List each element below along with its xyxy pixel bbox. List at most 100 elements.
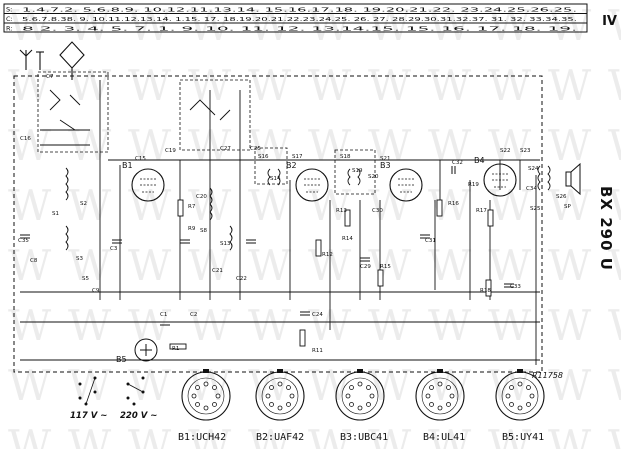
socket-pin (366, 402, 371, 407)
socket-pin (526, 402, 531, 407)
tube-label: B3 (380, 161, 391, 170)
tube-grids (398, 178, 414, 193)
component-label-s2: S2 (80, 201, 87, 207)
component-label-c3: C3 (110, 246, 118, 252)
component-label-r17: R17 (476, 208, 487, 214)
tube-grids (304, 178, 320, 193)
tube-envelope (483, 163, 517, 197)
socket-pin (203, 405, 209, 411)
component-label-c25: C25 (250, 146, 261, 152)
component-label-s5: S5 (82, 276, 89, 282)
socket-pin (505, 393, 511, 399)
tube-b4: B4 (474, 156, 517, 197)
socket-pin (366, 385, 371, 390)
socket-diagrams (181, 369, 545, 421)
socket-pin (212, 385, 217, 390)
component-label-r1: R1 (172, 346, 179, 352)
socket-pin (517, 381, 523, 387)
socket-pin (429, 402, 434, 407)
component-label-s8: S8 (200, 228, 207, 234)
component-label-s16: S16 (258, 154, 269, 160)
component-label-c35: C35 (18, 238, 29, 244)
socket-inner-ring (421, 377, 459, 415)
component-label-s25: S25 (530, 206, 541, 212)
socket-b2 (255, 369, 305, 421)
socket-key (517, 369, 523, 373)
socket-inner-ring (341, 377, 379, 415)
component-label-r19: R19 (468, 182, 479, 188)
component-label-r15: R15 (380, 264, 391, 270)
antenna-symbol (19, 41, 85, 80)
component-label-s17: S17 (292, 154, 303, 160)
page-number: IV (602, 14, 617, 29)
header-table (3, 3, 588, 33)
socket-pin (269, 385, 274, 390)
component-label-s21: S21 (380, 156, 391, 162)
model-label: BX 290 U (597, 186, 615, 271)
component-label-c22: C22 (236, 276, 247, 282)
header-row-r: 8 2. 3. 4. 5. 7. 1. 9. 10. 11. 12. 13.14… (22, 27, 578, 33)
component-label-c16: C16 (20, 136, 31, 142)
component-label-r9: R9 (188, 226, 196, 232)
component-label-s18: S18 (340, 154, 351, 160)
socket-caption-b4-ref: B4 (423, 432, 436, 443)
component-label-s26: S26 (556, 194, 567, 200)
socket-pin (429, 385, 434, 390)
socket-pin (277, 381, 283, 387)
socket-key (357, 369, 363, 373)
header-row-c: 5.6.7.8.38. 9. 10.11.12.13.14. 1.15. 17.… (22, 17, 577, 23)
socket-pin (446, 402, 451, 407)
component-label-s1: S1 (52, 211, 59, 217)
socket-caption-b1-tube: UCH42 (196, 432, 227, 443)
socket-pin (437, 405, 443, 411)
component-label-r16: R16 (448, 201, 459, 207)
socket-pin (517, 405, 523, 411)
svg-text:C:: C: (6, 15, 13, 23)
component-label-sp: SP (564, 204, 571, 210)
component-label-r14: R14 (342, 236, 353, 242)
socket-caption-b5: B5:UY41 (502, 432, 545, 443)
socket-pin (265, 393, 271, 399)
rectifier-b5 (134, 338, 158, 362)
tube-grids (140, 178, 156, 193)
socket-pin (191, 393, 197, 399)
socket-caption-b2-tube: UAF42 (274, 432, 305, 443)
wave-switch-blocks (37, 71, 376, 195)
capacitors (20, 166, 514, 326)
component-label-c8: C8 (30, 258, 38, 264)
component-label-s23: S23 (520, 148, 531, 154)
socket-inner-ring (501, 377, 539, 415)
socket-caption-b3-tube: UBC41 (358, 432, 389, 443)
resistors (169, 199, 494, 350)
socket-pin (269, 402, 274, 407)
socket-caption-b3: B3:UBC41 (340, 432, 389, 443)
socket-caption-b1-ref: B1 (178, 432, 191, 443)
component-label-c27: C27 (220, 146, 231, 152)
socket-pin (203, 381, 209, 387)
component-label-r13: R13 (336, 208, 347, 214)
socket-pin (425, 393, 431, 399)
socket-key (437, 369, 443, 373)
component-label-c7: C7 (46, 74, 54, 80)
component-label-c1: C1 (160, 312, 167, 318)
tube-label-b5: B5 (116, 355, 127, 364)
header-row-s: 1.4.7.2. 5.6.8.9. 10.12.11.13.14. 15.16.… (22, 8, 578, 14)
socket-pin (349, 385, 354, 390)
component-label-s19: S19 (352, 168, 363, 174)
socket-pin (212, 402, 217, 407)
component-label-s13: S13 (220, 241, 231, 247)
component-label-c15: C15 (135, 156, 146, 162)
component-label-c29: C29 (360, 264, 371, 270)
tube-envelope (295, 168, 329, 202)
header-row-numbers: 1.4.7.2. 5.6.8.9. 10.12.11.13.14. 15.16.… (22, 8, 578, 33)
socket-pin (286, 385, 291, 390)
socket-pin (349, 402, 354, 407)
socket-caption-b5-tube: UY41 (520, 432, 545, 443)
voltage-label-220: 220 V ~ (120, 411, 157, 421)
component-label-c24: C24 (312, 312, 323, 318)
tube-label: B2 (286, 161, 297, 170)
socket-caption-b5-ref: B5 (502, 432, 515, 443)
socket-pin (437, 381, 443, 387)
